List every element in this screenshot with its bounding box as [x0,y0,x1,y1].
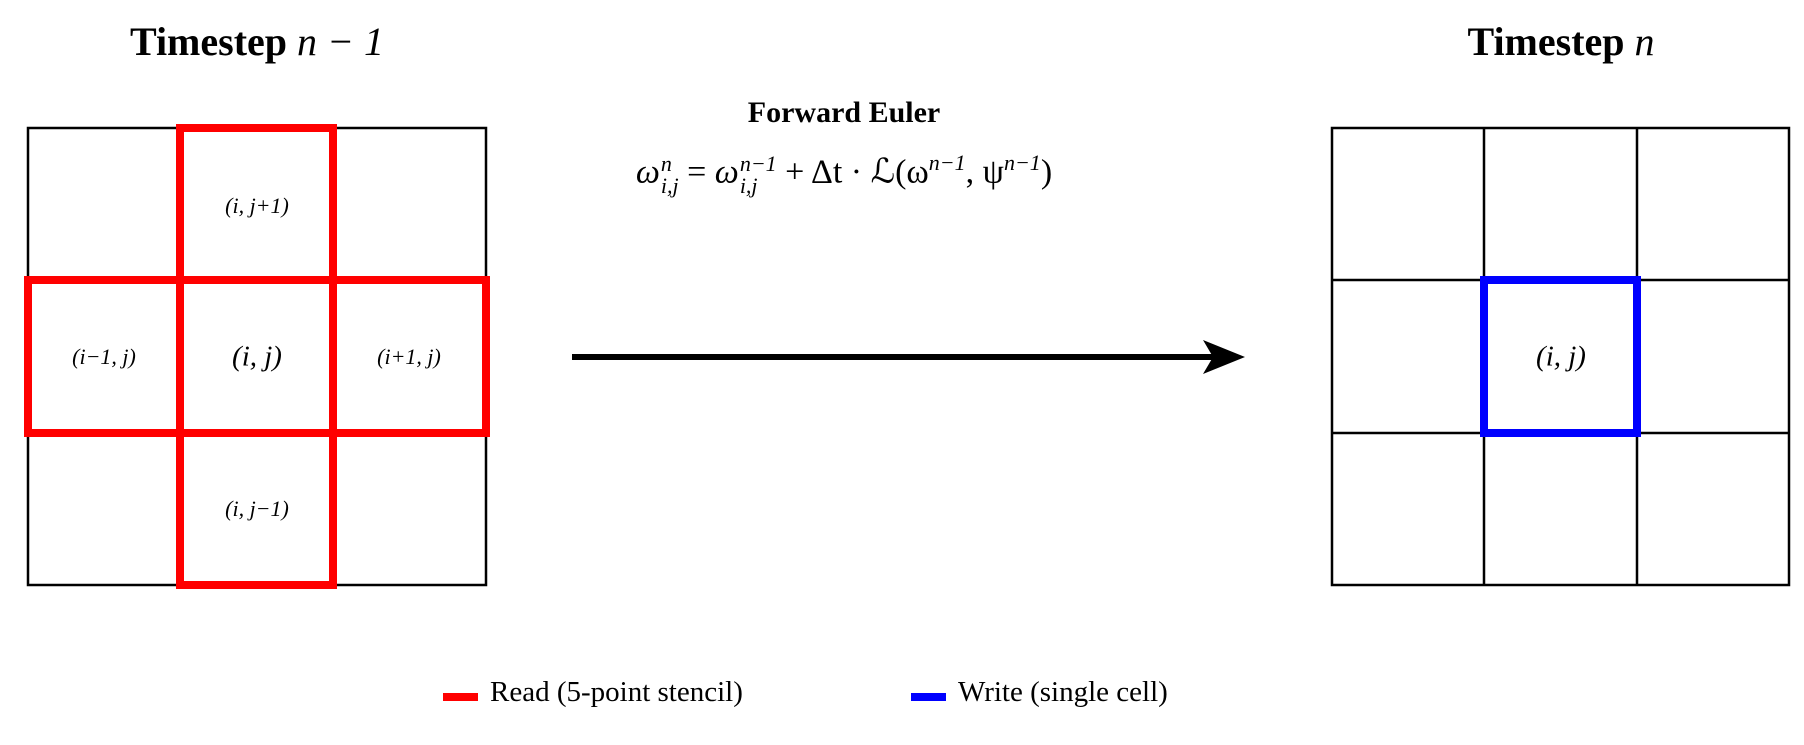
eq-lhs-sub: i,j [660,172,679,198]
legend-write: Write (single cell) [911,676,1168,709]
label-cell-top: (i, j+1) [225,193,289,218]
eq-operator: + Δt · ℒ(ω [785,153,929,191]
title-word: Timestep [129,19,288,64]
label-cell-right: (i+1, j) [377,344,441,369]
label-write-cell: (i, j) [1536,340,1586,373]
eq-close: ) [1040,153,1053,191]
stencil-cell-bottom [176,429,337,589]
title-math: n − 1 [297,19,385,64]
eq-comma: , ψ [965,153,1004,191]
method-name: Forward Euler [747,96,941,129]
eq-lhs-sup: n [660,150,672,176]
eq-equals: = [687,153,707,191]
write-cell [1480,276,1641,437]
eq-arg2-sup: n−1 [1003,150,1041,175]
eq-rhs: ω [714,153,739,191]
label-cell-left: (i−1, j) [72,344,136,369]
label-cell-bottom: (i, j−1) [225,496,289,521]
title-previous-timestep: Timestep n − 1 [130,18,384,65]
legend-read-swatch [443,692,478,701]
title-math: n [1634,19,1655,64]
legend-write-label: Write (single cell) [958,676,1168,708]
title-current-timestep: Timestep n [1467,18,1654,65]
title-word: Timestep [1467,19,1625,64]
legend-write-swatch [911,692,946,701]
eq-rhs-sub: i,j [739,172,758,198]
stencil-cell-right [329,276,490,437]
read-stencil [24,124,490,589]
legend-read: Read (5-point stencil) [443,676,743,709]
label-cell-center: (i, j) [232,340,282,373]
eq-lhs: ω [635,153,660,191]
eq-rhs-sup: n−1 [739,150,777,176]
eq-arg1-sup: n−1 [928,150,966,175]
arrow [572,340,1245,374]
legend-read-label: Read (5-point stencil) [490,676,743,708]
